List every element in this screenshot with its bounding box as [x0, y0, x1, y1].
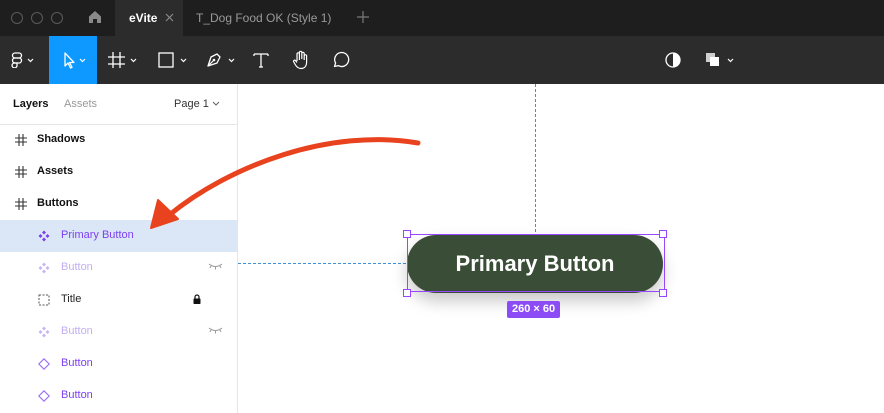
- layer-label: Button: [61, 325, 93, 337]
- primary-button-label: Primary Button: [455, 251, 615, 276]
- pen-tool-button[interactable]: [200, 36, 242, 84]
- layer-label: Shadows: [37, 133, 86, 145]
- layer-primary-button[interactable]: Primary Button: [0, 220, 237, 252]
- frame-icon: [15, 166, 27, 178]
- layer-button-hidden-2[interactable]: Button: [0, 316, 237, 348]
- layer-shadows[interactable]: Shadows: [0, 124, 237, 156]
- frame-tool-button[interactable]: [103, 36, 145, 84]
- alignment-guide-vertical: [535, 84, 536, 232]
- minimize-window-button[interactable]: [31, 12, 43, 24]
- layer-label: Buttons: [37, 197, 79, 209]
- component-icon: [38, 326, 50, 338]
- tab-assets[interactable]: Assets: [64, 98, 98, 110]
- frame-icon: [15, 198, 27, 210]
- share-options-button[interactable]: [699, 36, 741, 84]
- panel-header: Layers Assets Page 1: [0, 84, 237, 125]
- layer-assets[interactable]: Assets: [0, 156, 237, 188]
- eye-closed-icon[interactable]: [208, 326, 223, 334]
- resize-handle-bottom-left[interactable]: [403, 289, 411, 297]
- cursor-icon: [64, 52, 86, 69]
- zoom-window-button[interactable]: [51, 12, 63, 24]
- rectangle-icon: [158, 52, 187, 68]
- tab-label: T_Dog Food OK (Style 1): [196, 11, 332, 25]
- title-bar: eVite T_Dog Food OK (Style 1): [0, 0, 884, 36]
- comment-icon: [333, 51, 350, 68]
- component-icon: [38, 230, 50, 242]
- resize-handle-top-right[interactable]: [659, 230, 667, 238]
- text-icon: [253, 53, 269, 68]
- layer-button-hidden[interactable]: Button: [0, 252, 237, 284]
- figma-logo-icon: [11, 52, 34, 68]
- selection-outline: [407, 234, 665, 292]
- text-tool-button[interactable]: [247, 36, 275, 84]
- resize-handle-bottom-right[interactable]: [659, 289, 667, 297]
- tab-evite[interactable]: eVite: [115, 0, 183, 36]
- pen-icon: [207, 53, 235, 67]
- page-selector[interactable]: Page 1: [174, 98, 209, 110]
- instance-icon: [38, 358, 50, 370]
- tab-label: eVite: [129, 11, 158, 25]
- contrast-icon: [665, 52, 681, 68]
- layer-label: Button: [61, 261, 93, 273]
- home-icon[interactable]: [87, 9, 103, 25]
- lock-icon[interactable]: [193, 294, 201, 304]
- component-icon: [38, 262, 50, 274]
- layer-label: Title: [61, 293, 82, 305]
- hand-tool-button[interactable]: [286, 36, 316, 84]
- layer-label: Button: [61, 357, 93, 369]
- frame-icon: [15, 134, 27, 146]
- close-window-button[interactable]: [11, 12, 23, 24]
- move-tool-button[interactable]: [49, 36, 97, 84]
- plus-icon[interactable]: [357, 11, 369, 23]
- main-menu-button[interactable]: [0, 36, 48, 84]
- layer-label: Button: [61, 389, 93, 401]
- resize-handle-top-left[interactable]: [403, 230, 411, 238]
- contrast-button[interactable]: [658, 36, 688, 84]
- layer-title[interactable]: Title: [0, 284, 237, 316]
- layer-buttons[interactable]: Buttons: [0, 188, 237, 220]
- layer-button-instance[interactable]: Button: [0, 348, 237, 380]
- shape-tool-button[interactable]: [152, 36, 196, 84]
- layers-stack-icon: [706, 53, 734, 66]
- alignment-guide-horizontal: [238, 263, 406, 264]
- canvas[interactable]: Primary Button 260 × 60: [238, 84, 884, 413]
- close-tab-icon[interactable]: [164, 12, 175, 23]
- eye-closed-icon[interactable]: [208, 262, 223, 270]
- dashed-frame-icon: [38, 294, 50, 306]
- chevron-down-icon: [212, 101, 220, 106]
- comment-tool-button[interactable]: [326, 36, 356, 84]
- size-badge: 260 × 60: [507, 301, 561, 318]
- layers-panel: Layers Assets Page 1 Shadows Assets Butt…: [0, 84, 238, 413]
- tab-dog-food[interactable]: T_Dog Food OK (Style 1): [196, 0, 346, 36]
- frame-icon: [108, 52, 137, 68]
- hand-icon: [292, 50, 308, 70]
- primary-button[interactable]: Primary Button: [407, 235, 663, 293]
- layer-button-instance-2[interactable]: Button: [0, 380, 237, 412]
- toolbar: [0, 36, 884, 84]
- instance-icon: [38, 390, 50, 402]
- tab-layers[interactable]: Layers: [13, 98, 49, 110]
- layer-label: Primary Button: [61, 229, 134, 241]
- layer-label: Assets: [37, 165, 74, 177]
